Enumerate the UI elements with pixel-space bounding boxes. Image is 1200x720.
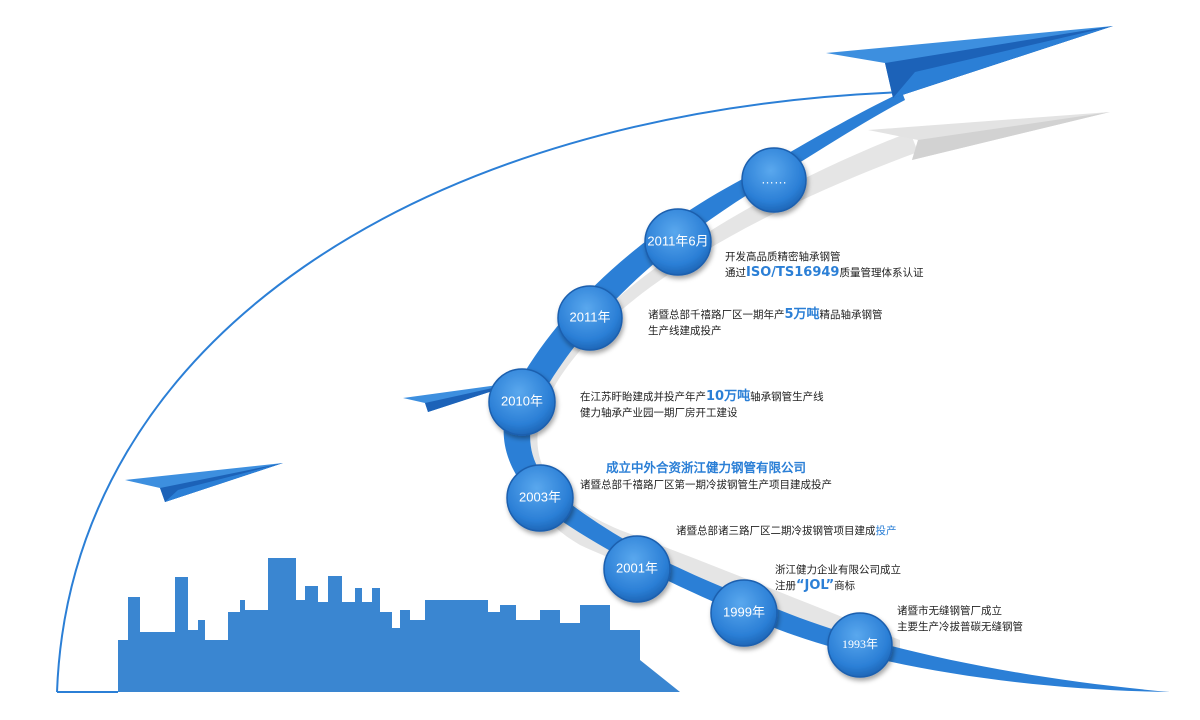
desc-text: 质量管理体系认证 xyxy=(839,267,924,279)
milestone-desc-line: 健力轴承产业园一期厂房开工建设 xyxy=(580,405,824,421)
highlight-text: ISO/TS16949 xyxy=(746,265,840,280)
milestone-year: 1993年 xyxy=(842,637,878,651)
milestone-desc-line: 诸暨总部诸三路厂区二期冷拔钢管项目建成投产 xyxy=(676,523,897,539)
milestone-desc-1993: 诸暨市无缝钢管厂成立主要生产冷拔普碳无缝钢管 xyxy=(897,603,1023,635)
milestone-node-1999 xyxy=(710,579,778,647)
desc-text: 在江苏盱眙建成并投产年产 xyxy=(580,391,706,403)
milestone-desc-line: 通过ISO/TS16949质量管理体系认证 xyxy=(725,265,923,281)
paper-plane-large xyxy=(826,26,1113,98)
highlight-text: 10万吨 xyxy=(706,389,751,404)
milestone-year: 2010年 xyxy=(501,393,543,408)
highlight-text: 5万吨 xyxy=(784,307,820,322)
milestone-desc-line: 主要生产冷拔普碳无缝钢管 xyxy=(897,619,1023,635)
milestone-node-1993 xyxy=(827,612,893,678)
milestone-year: 2003年 xyxy=(519,489,561,504)
milestone-node-2010 xyxy=(488,368,556,436)
desc-text: 诸暨总部诸三路厂区二期冷拔钢管项目建成 xyxy=(676,525,876,537)
milestone-desc-line: 开发高品质精密轴承钢管 xyxy=(725,249,923,265)
desc-text: 注册 xyxy=(775,580,796,592)
milestone-desc-2011: 诸暨总部千禧路厂区一期年产5万吨精品轴承钢管生产线建成投产 xyxy=(648,307,883,339)
milestone-node-ellipsis xyxy=(741,147,807,213)
milestone-desc-2011-6: 开发高品质精密轴承钢管通过ISO/TS16949质量管理体系认证 xyxy=(725,249,923,281)
desc-text: 主要生产冷拔普碳无缝钢管 xyxy=(897,621,1023,633)
milestone-year: 2011年6月 xyxy=(647,233,708,248)
milestone-desc-line: 浙江健力企业有限公司成立 xyxy=(775,562,901,578)
milestone-desc-line: 注册“JOL”商标 xyxy=(775,578,901,594)
milestone-desc-line: 生产线建成投产 xyxy=(648,323,883,339)
milestone-node-2003 xyxy=(506,464,574,532)
desc-text: 生产线建成投产 xyxy=(648,325,722,337)
milestone-node-2011 xyxy=(557,285,623,351)
milestone-desc-line: 在江苏盱眙建成并投产年产10万吨轴承钢管生产线 xyxy=(580,389,824,405)
desc-text: 通过 xyxy=(725,267,746,279)
milestone-desc-line: 诸暨总部千禧路厂区第一期冷拔钢管生产项目建成投产 xyxy=(580,477,832,493)
milestone-desc-1999: 浙江健力企业有限公司成立注册“JOL”商标 xyxy=(775,562,901,594)
milestone-desc-2003: 成立中外合资浙江健力钢管有限公司诸暨总部千禧路厂区第一期冷拔钢管生产项目建成投产 xyxy=(580,460,832,493)
outer-arc-line xyxy=(56,91,906,693)
milestone-desc-2001: 诸暨总部诸三路厂区二期冷拔钢管项目建成投产 xyxy=(676,523,897,539)
milestone-title: 成立中外合资浙江健力钢管有限公司 xyxy=(605,460,806,475)
shadow-ribbon xyxy=(520,132,918,652)
desc-text: 轴承钢管生产线 xyxy=(750,391,824,403)
milestone-node-2001 xyxy=(603,535,671,603)
milestone-year: 1999年 xyxy=(723,604,765,619)
paper-plane-small xyxy=(125,463,283,502)
city-skyline xyxy=(118,558,680,692)
milestone-year: …… xyxy=(761,171,787,186)
milestone-year: 2011年 xyxy=(570,309,611,324)
desc-text: 开发高品质精密轴承钢管 xyxy=(725,251,841,263)
desc-text: 诸暨总部千禧路厂区第一期冷拔钢管生产项目建成投产 xyxy=(580,479,832,491)
milestone-desc-2010: 在江苏盱眙建成并投产年产10万吨轴承钢管生产线健力轴承产业园一期厂房开工建设 xyxy=(580,389,824,421)
desc-text: 精品轴承钢管 xyxy=(819,309,883,321)
milestone-desc-line: 诸暨市无缝钢管厂成立 xyxy=(897,603,1023,619)
desc-text: 诸暨总部千禧路厂区一期年产 xyxy=(648,309,785,321)
milestone-desc-line: 成立中外合资浙江健力钢管有限公司 xyxy=(580,460,832,477)
milestone-nodes xyxy=(488,147,893,678)
milestone-year: 2001年 xyxy=(616,560,658,575)
desc-text: 投产 xyxy=(875,525,897,537)
desc-text: 浙江健力企业有限公司成立 xyxy=(775,564,901,576)
milestone-desc-line: 诸暨总部千禧路厂区一期年产5万吨精品轴承钢管 xyxy=(648,307,883,323)
desc-text: 商标 xyxy=(834,580,856,592)
milestone-node-2011-6 xyxy=(644,208,712,276)
desc-text: 诸暨市无缝钢管厂成立 xyxy=(897,605,1002,617)
desc-text: 健力轴承产业园一期厂房开工建设 xyxy=(580,407,738,419)
highlight-text: “JOL” xyxy=(796,578,835,593)
